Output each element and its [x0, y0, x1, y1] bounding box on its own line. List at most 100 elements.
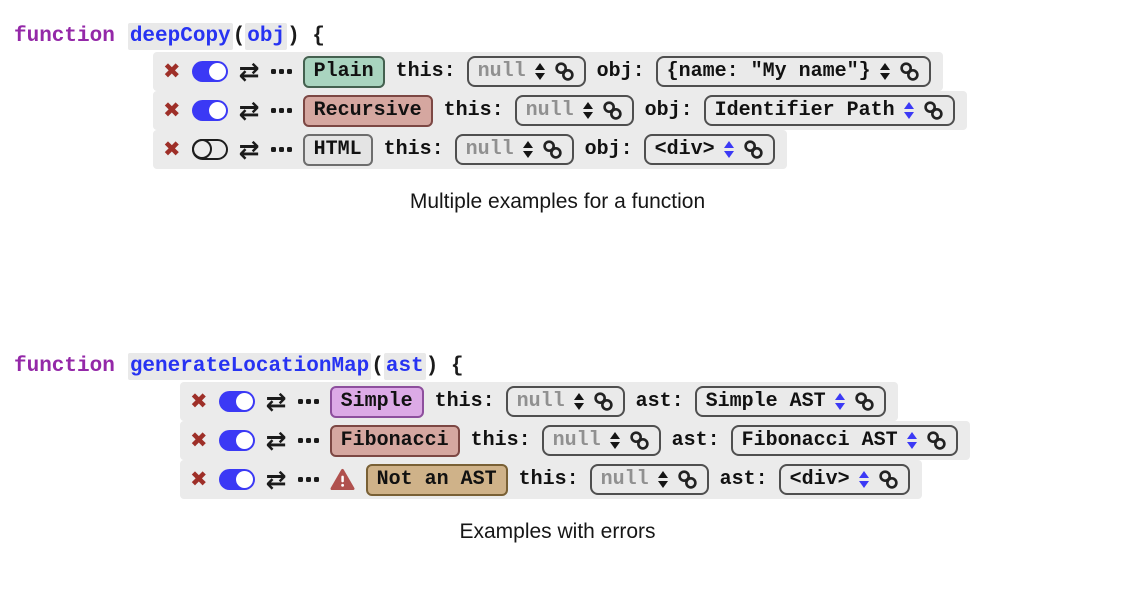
example-toggle-switch[interactable]: [218, 469, 255, 490]
value-text: Identifier Path: [714, 99, 895, 122]
value-stepper[interactable]: [609, 432, 620, 449]
value-stepper[interactable]: [573, 393, 584, 410]
value-input-this[interactable]: null: [589, 464, 709, 495]
keyword-function: function: [14, 355, 115, 378]
keyword-function: function: [14, 25, 115, 48]
value-stepper[interactable]: [534, 63, 545, 80]
value-text: <div>: [654, 138, 715, 161]
value-stepper[interactable]: [903, 102, 914, 119]
link-icon[interactable]: [899, 61, 920, 82]
link-icon[interactable]: [629, 430, 650, 451]
paren-close-brace: ) {: [287, 25, 325, 48]
value-stepper[interactable]: [858, 471, 869, 488]
function-name[interactable]: deepCopy: [127, 23, 233, 50]
value-text: <div>: [789, 468, 850, 491]
swap-arrows-icon[interactable]: ⇄: [265, 426, 287, 455]
link-icon[interactable]: [854, 391, 875, 412]
more-options-button[interactable]: [270, 108, 292, 113]
link-icon[interactable]: [677, 469, 698, 490]
link-icon[interactable]: [542, 139, 563, 160]
param-name[interactable]: obj: [245, 23, 288, 50]
value-input-ast[interactable]: Simple AST: [694, 386, 886, 417]
swap-arrows-icon[interactable]: ⇄: [238, 135, 260, 164]
value-input-ast[interactable]: Fibonacci AST: [730, 425, 958, 456]
value-text: Fibonacci AST: [741, 429, 898, 452]
example-toggle-switch[interactable]: [218, 391, 255, 412]
value-stepper[interactable]: [582, 102, 593, 119]
link-icon[interactable]: [554, 61, 575, 82]
value-stepper[interactable]: [834, 393, 845, 410]
toggle-knob: [191, 138, 212, 159]
delete-example-button[interactable]: ✖: [190, 467, 208, 491]
value-input-obj[interactable]: <div>: [643, 134, 775, 165]
more-options-button[interactable]: [297, 399, 319, 404]
value-input-obj[interactable]: Identifier Path: [703, 95, 955, 126]
param-label-ast: ast:: [719, 468, 768, 491]
figure-caption: Multiple examples for a function: [409, 190, 706, 213]
function-name[interactable]: generateLocationMap: [127, 353, 372, 380]
more-options-button[interactable]: [297, 438, 319, 443]
param-name[interactable]: ast: [383, 353, 426, 380]
figure-caption: Examples with errors: [459, 520, 656, 543]
value-input-this[interactable]: null: [454, 134, 574, 165]
delete-example-button[interactable]: ✖: [190, 389, 208, 413]
link-icon[interactable]: [593, 391, 614, 412]
warning-icon[interactable]: [330, 468, 355, 491]
swap-arrows-icon[interactable]: ⇄: [238, 96, 260, 125]
value-text: null: [552, 429, 601, 452]
delete-example-button[interactable]: ✖: [163, 98, 181, 122]
value-stepper[interactable]: [723, 141, 734, 158]
swap-arrows-icon[interactable]: ⇄: [265, 465, 287, 494]
more-options-button[interactable]: [297, 477, 319, 482]
param-label-this: this:: [383, 138, 444, 161]
example-name-badge[interactable]: Plain: [302, 55, 385, 88]
swap-arrows-icon[interactable]: ⇄: [265, 387, 287, 416]
value-text: null: [600, 468, 649, 491]
delete-example-button[interactable]: ✖: [163, 137, 181, 161]
param-label-obj: obj:: [644, 99, 693, 122]
param-label-obj: obj:: [584, 138, 633, 161]
example-name-badge[interactable]: Simple: [329, 385, 424, 418]
swap-arrows-icon[interactable]: ⇄: [238, 57, 260, 86]
example-toggle-switch[interactable]: [191, 100, 228, 121]
example-row: ✖ ⇄ Not an AST this: null ast: <div>: [180, 460, 922, 499]
value-stepper[interactable]: [879, 63, 890, 80]
example-name-badge[interactable]: HTML: [302, 133, 373, 166]
value-input-this[interactable]: null: [505, 386, 625, 417]
more-options-button[interactable]: [270, 69, 292, 74]
value-input-this[interactable]: null: [541, 425, 661, 456]
example-name-badge[interactable]: Fibonacci: [329, 424, 460, 457]
link-icon[interactable]: [743, 139, 764, 160]
value-input-ast[interactable]: <div>: [778, 464, 910, 495]
example-row: ✖ ⇄ Fibonacci this: null ast: Fibonacci …: [180, 421, 970, 460]
example-name-badge[interactable]: Not an AST: [365, 463, 508, 496]
delete-example-button[interactable]: ✖: [163, 59, 181, 83]
value-text: null: [525, 99, 574, 122]
example-name-badge[interactable]: Recursive: [302, 94, 433, 127]
value-input-this[interactable]: null: [466, 56, 586, 87]
param-label-this: this:: [434, 390, 495, 413]
value-input-this[interactable]: null: [514, 95, 634, 126]
value-stepper[interactable]: [906, 432, 917, 449]
example-toggle-switch[interactable]: [218, 430, 255, 451]
example-toggle-switch[interactable]: [191, 61, 228, 82]
value-stepper[interactable]: [657, 471, 668, 488]
link-icon[interactable]: [602, 100, 623, 121]
param-label-this: this:: [470, 429, 531, 452]
delete-example-button[interactable]: ✖: [190, 428, 208, 452]
link-icon[interactable]: [926, 430, 947, 451]
link-icon[interactable]: [923, 100, 944, 121]
value-input-obj[interactable]: {name: "My name"}: [655, 56, 931, 87]
example-toggle-switch[interactable]: [191, 138, 228, 160]
link-icon[interactable]: [878, 469, 899, 490]
more-options-button[interactable]: [270, 147, 292, 152]
example-row: ✖ ⇄ Simple this: null ast: Simple AST: [180, 382, 898, 421]
param-label-ast: ast:: [635, 390, 684, 413]
value-stepper[interactable]: [522, 141, 533, 158]
param-label-obj: obj:: [596, 60, 645, 83]
